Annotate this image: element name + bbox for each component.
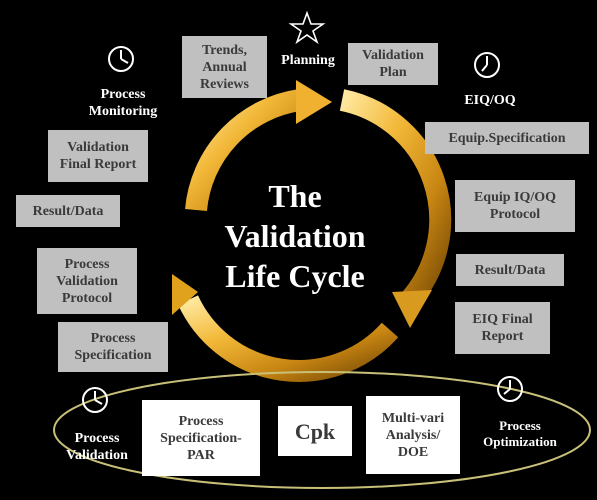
equip-iq-oq-protocol-box: Equip IQ/OQ Protocol <box>455 180 575 232</box>
process-specification-box: Process Specification <box>58 322 168 372</box>
eiq-oq-label: EIQ/OQ <box>464 93 516 108</box>
star-icon <box>288 10 326 45</box>
title-line-2: Validation <box>224 218 366 254</box>
validation-plan-box: Validation Plan <box>348 43 438 85</box>
clock-icon <box>108 46 134 72</box>
planning-label: Planning <box>281 53 335 68</box>
cycle-arrow-right <box>339 89 452 308</box>
process-specification-par-box: Process Specification- PAR <box>142 400 260 476</box>
equip-specification-box: Equip.Specification <box>425 122 589 154</box>
clock-icon <box>497 376 523 402</box>
cycle-arrowhead-bottom <box>172 274 198 315</box>
title-line-3: Life Cycle <box>225 258 365 294</box>
validation-final-report-box: Validation Final Report <box>48 130 148 182</box>
process-optimization-label: Process Optimization <box>483 418 557 449</box>
result-data-left-box: Result/Data <box>16 195 120 227</box>
cycle-arrow-top <box>185 89 302 212</box>
title-line-1: The <box>268 178 322 214</box>
cpk-box: Cpk <box>278 406 352 456</box>
diagram-title: The Validation Life Cycle <box>205 176 385 296</box>
cycle-arrowhead-top <box>296 80 332 124</box>
eiq-final-report-box: EIQ Final Report <box>455 302 550 354</box>
process-monitoring-label: Process Monitoring <box>88 87 158 119</box>
result-data-right-box: Result/Data <box>456 254 564 286</box>
cycle-arrow-bottom <box>178 295 399 382</box>
clock-icon <box>82 387 108 413</box>
multi-vari-analysis-doe-box: Multi-vari Analysis/ DOE <box>366 396 460 474</box>
process-validation-label: Process Validation <box>66 431 128 463</box>
process-validation-protocol-box: Process Validation Protocol <box>37 248 137 314</box>
clock-icon <box>474 52 500 78</box>
trends-annual-reviews-box: Trends, Annual Reviews <box>182 36 267 98</box>
cycle-arrowhead-right <box>392 290 432 328</box>
process-optimization-ellipse <box>53 371 591 489</box>
